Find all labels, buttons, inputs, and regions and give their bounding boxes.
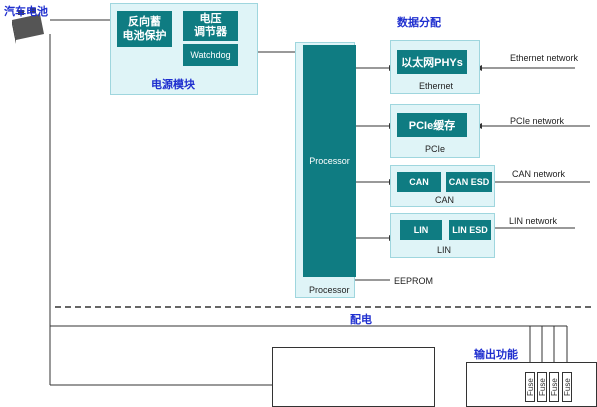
processor-label: Processor [309, 285, 350, 295]
fuse-label-3: Fuse [550, 378, 559, 396]
ethernet-phy-chip: 以太网PHYs [397, 50, 467, 74]
can-network-label: CAN network [512, 169, 566, 179]
pcie-buffer-chip: PCIe缓存 [397, 113, 467, 137]
pcie-block-label: PCIe [425, 144, 446, 154]
voltage-regulator-box: 电压 调节器 [183, 11, 238, 41]
ethernet-block-label: Ethernet [419, 81, 454, 91]
output-function-label: 输出功能 [474, 349, 518, 361]
fuse-label-2: Fuse [538, 378, 547, 396]
reverse-battery-protection-box: 反向蓄 电池保护 [117, 11, 172, 47]
battery-icon [12, 8, 44, 44]
watchdog-box: Watchdog [183, 44, 238, 66]
can-block-label: CAN [435, 195, 455, 205]
lower-module-box [272, 347, 435, 407]
fuse-label-4: Fuse [563, 378, 572, 396]
eeprom-label: EEPROM [394, 276, 434, 286]
can-esd-chip: CAN ESD [446, 172, 492, 192]
power-distribution-label: 配电 [350, 314, 372, 326]
lin-esd-chip: LIN ESD [449, 220, 491, 240]
ethernet-network-label: Ethernet network [510, 53, 579, 63]
can-chip: CAN [397, 172, 441, 192]
pcie-network-label: PCIe network [510, 116, 565, 126]
fuse-label-1: Fuse [526, 378, 535, 396]
battery-label: 汽车电池 [4, 6, 48, 18]
power-module-title: 电源模块 [151, 79, 195, 91]
processor-core: Processor [303, 45, 356, 277]
data-distribution-title: 数据分配 [397, 17, 441, 29]
lin-chip: LIN [400, 220, 442, 240]
lin-block-label: LIN [437, 245, 452, 255]
lin-network-label: LIN network [509, 216, 558, 226]
